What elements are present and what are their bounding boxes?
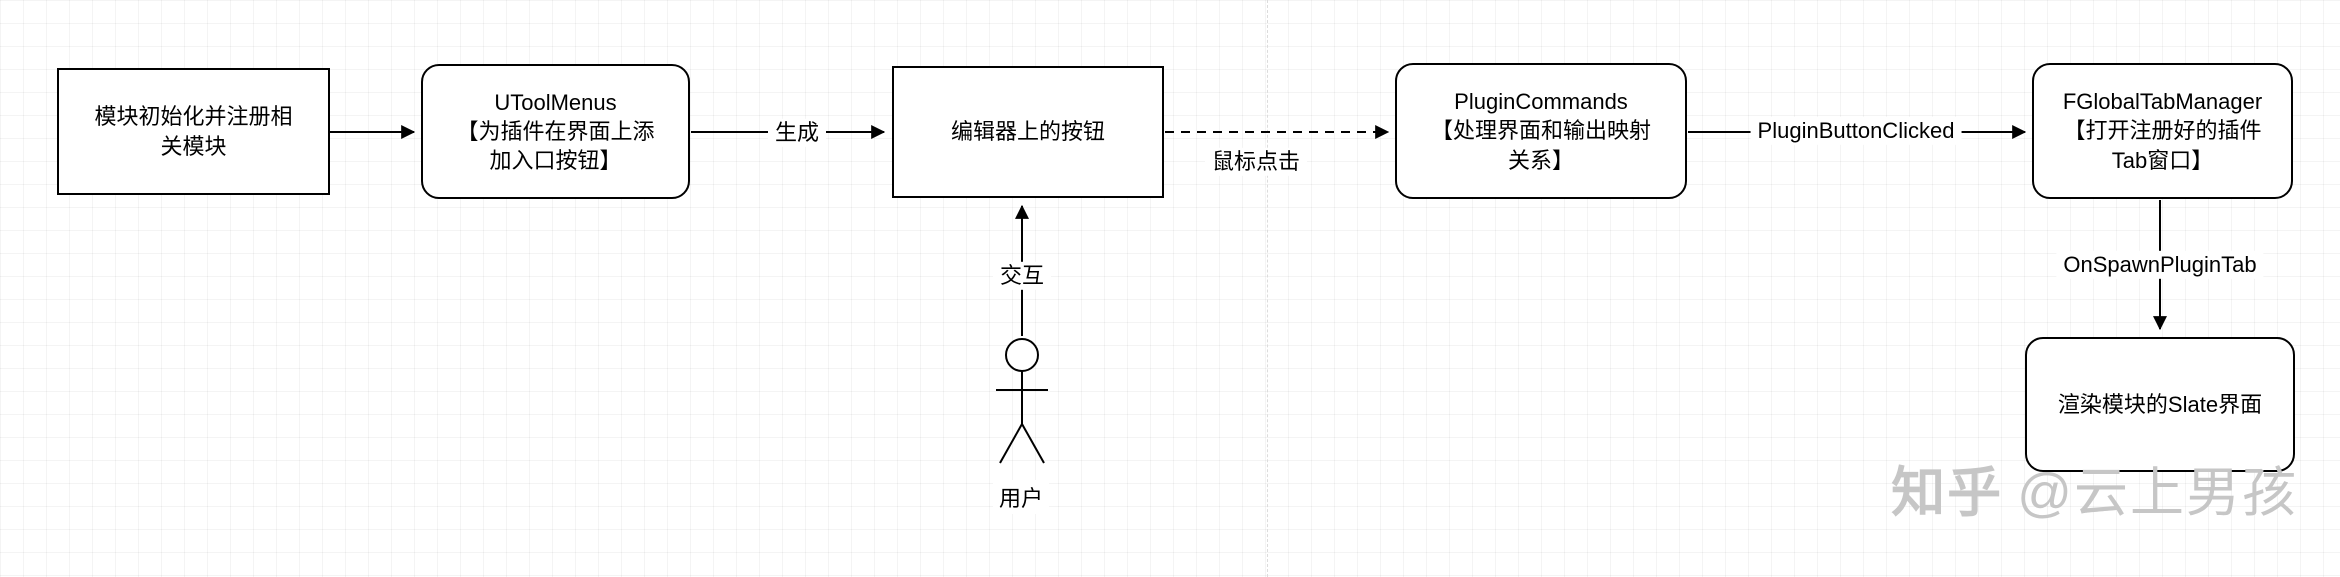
page-boundary-line bbox=[1267, 0, 1268, 577]
node-tab-manager: FGlobalTabManager 【打开注册好的插件 Tab窗口】 bbox=[2032, 63, 2293, 199]
node-module-init: 模块初始化并注册相 关模块 bbox=[57, 68, 330, 195]
edge-label-plugin-button-clicked: PluginButtonClicked bbox=[1750, 116, 1962, 146]
watermark: 知乎@云上男孩 bbox=[1891, 448, 2298, 527]
edge-label-generate: 生成 bbox=[767, 118, 827, 148]
watermark-handle: @云上男孩 bbox=[2017, 463, 2298, 523]
user-actor-icon bbox=[996, 338, 1048, 464]
edge-label-on-spawn-plugin-tab: OnSpawnPluginTab bbox=[2056, 250, 2264, 280]
actor-label-user: 用户 bbox=[992, 480, 1050, 514]
node-utoolmenus: UToolMenus 【为插件在界面上添 加入口按钮】 bbox=[421, 64, 690, 199]
edge-label-mouse-click: 鼠标点击 bbox=[1204, 147, 1308, 177]
node-editor-button: 编辑器上的按钮 bbox=[892, 66, 1164, 198]
node-slate-ui: 渲染模块的Slate界面 bbox=[2025, 337, 2295, 472]
edge-label-interact: 交互 bbox=[992, 261, 1052, 291]
watermark-brand: 知乎 bbox=[1891, 463, 2004, 523]
node-plugin-commands: PluginCommands 【处理界面和输出映射 关系】 bbox=[1395, 63, 1687, 199]
